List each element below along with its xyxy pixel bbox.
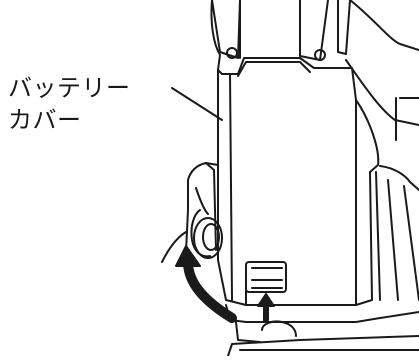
battery-cover-label-line2: カバー [8,106,82,134]
right-side-housing [355,99,419,306]
release-latch [245,261,287,293]
curved-rotation-arrow-icon [175,245,237,323]
battery-cover-label-line1: バッテリー [8,74,131,102]
upper-housing [210,0,419,141]
upward-push-arrow-icon [257,293,275,323]
instrument-base [225,304,419,357]
battery-cover-label: バッテリー カバー [8,72,131,136]
callout-leader-line [171,87,223,121]
